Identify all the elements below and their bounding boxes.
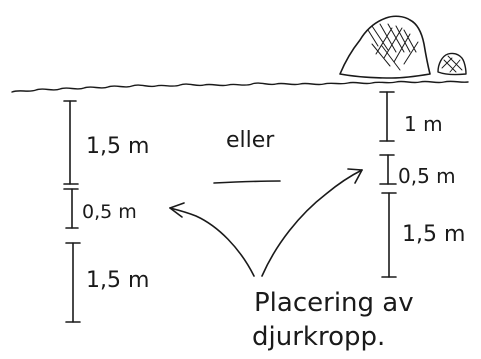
or-underline [213, 180, 281, 184]
left-depth-column [63, 100, 81, 323]
right-depth-column [379, 91, 397, 278]
or-label: eller [226, 128, 275, 153]
placement-caption-line2: djurkropp. [252, 322, 385, 352]
left-top-depth-label: 1,5 m [86, 134, 149, 159]
right-top-depth-label: 1 m [404, 112, 443, 136]
left-bottom-depth-label: 1,5 m [86, 268, 149, 293]
placement-caption-line1: Placering av [254, 288, 414, 318]
rock-icon [339, 15, 467, 79]
arrow-left-icon [169, 202, 255, 277]
right-bottom-depth-label: 1,5 m [402, 222, 465, 247]
arrow-right-icon [261, 168, 363, 277]
water-surface-line [11, 80, 469, 93]
left-middle-depth-label: 0,5 m [82, 201, 137, 223]
right-middle-depth-label: 0,5 m [398, 164, 456, 188]
